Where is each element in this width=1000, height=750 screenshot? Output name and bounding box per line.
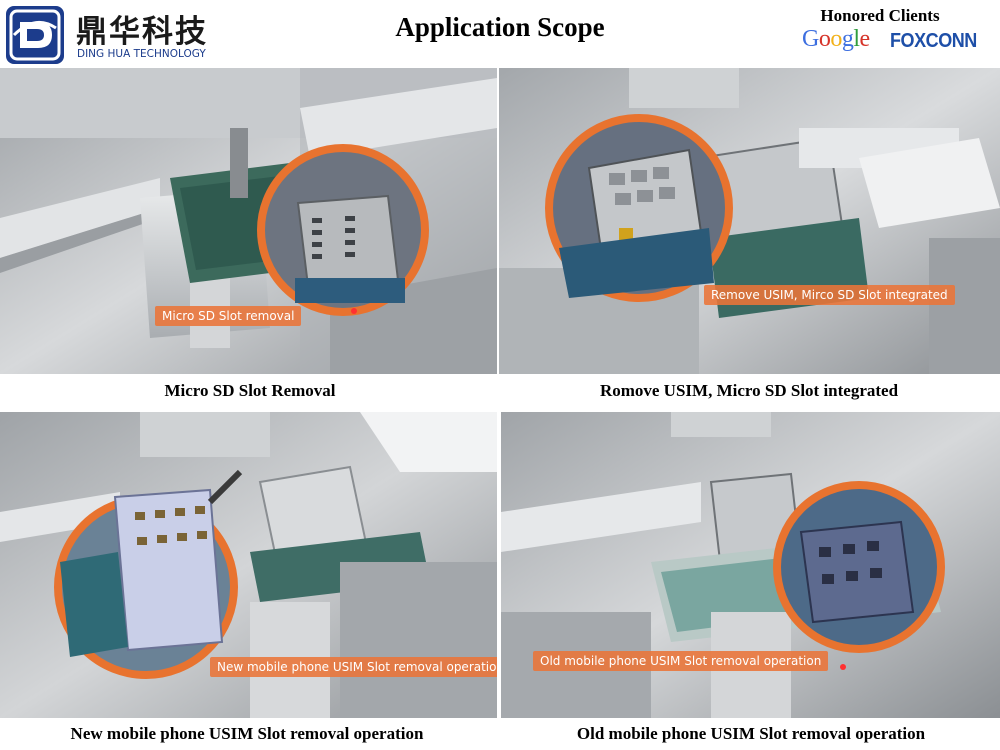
- page-title: Application Scope: [395, 12, 605, 42]
- foxconn-logo: FOXCONN: [890, 30, 977, 52]
- machine-photo-2: [499, 68, 1000, 374]
- panel-old-phone-usim: Old mobile phone USIM Slot removal opera…: [501, 412, 1000, 718]
- caption-panel-2: Romove USIM, Micro SD Slot integrated: [599, 381, 899, 400]
- google-letter: e: [859, 26, 871, 52]
- panel-micro-sd-removal: Micro SD Slot removal: [0, 68, 497, 374]
- overlay-label: Old mobile phone USIM Slot removal opera…: [533, 651, 829, 671]
- company-logo: 鼎华科技 DING HUA TECHNOLOGY: [4, 4, 206, 66]
- logo-mark-icon: [6, 6, 64, 64]
- caption-panel-3: New mobile phone USIM Slot removal opera…: [70, 724, 424, 743]
- machine-photo-1: [0, 68, 497, 374]
- overlay-label: New mobile phone USIM Slot removal opera…: [210, 657, 497, 677]
- logo-english-name: DING HUA TECHNOLOGY: [77, 48, 206, 60]
- machine-photo-4: [501, 412, 1000, 718]
- overlay-label: Micro SD Slot removal: [155, 306, 302, 326]
- google-letter: g: [841, 26, 854, 52]
- panel-usim-sd-integrated: Remove USIM, Mirco SD Slot integrated: [499, 68, 1000, 374]
- caption-panel-4: Old mobile phone USIM Slot removal opera…: [576, 724, 926, 743]
- google-letter: o: [830, 26, 842, 52]
- overlay-label: Remove USIM, Mirco SD Slot integrated: [704, 285, 955, 305]
- panel-new-phone-usim: New mobile phone USIM Slot removal opera…: [0, 412, 497, 718]
- google-letter: o: [818, 26, 831, 52]
- caption-panel-1: Micro SD Slot Removal: [164, 381, 336, 400]
- google-logo: Google: [802, 26, 870, 53]
- google-letter: l: [853, 26, 860, 52]
- clients-title: Honored Clients: [820, 6, 940, 25]
- logo-chinese-name: 鼎华科技: [76, 14, 208, 50]
- google-letter: G: [802, 26, 819, 52]
